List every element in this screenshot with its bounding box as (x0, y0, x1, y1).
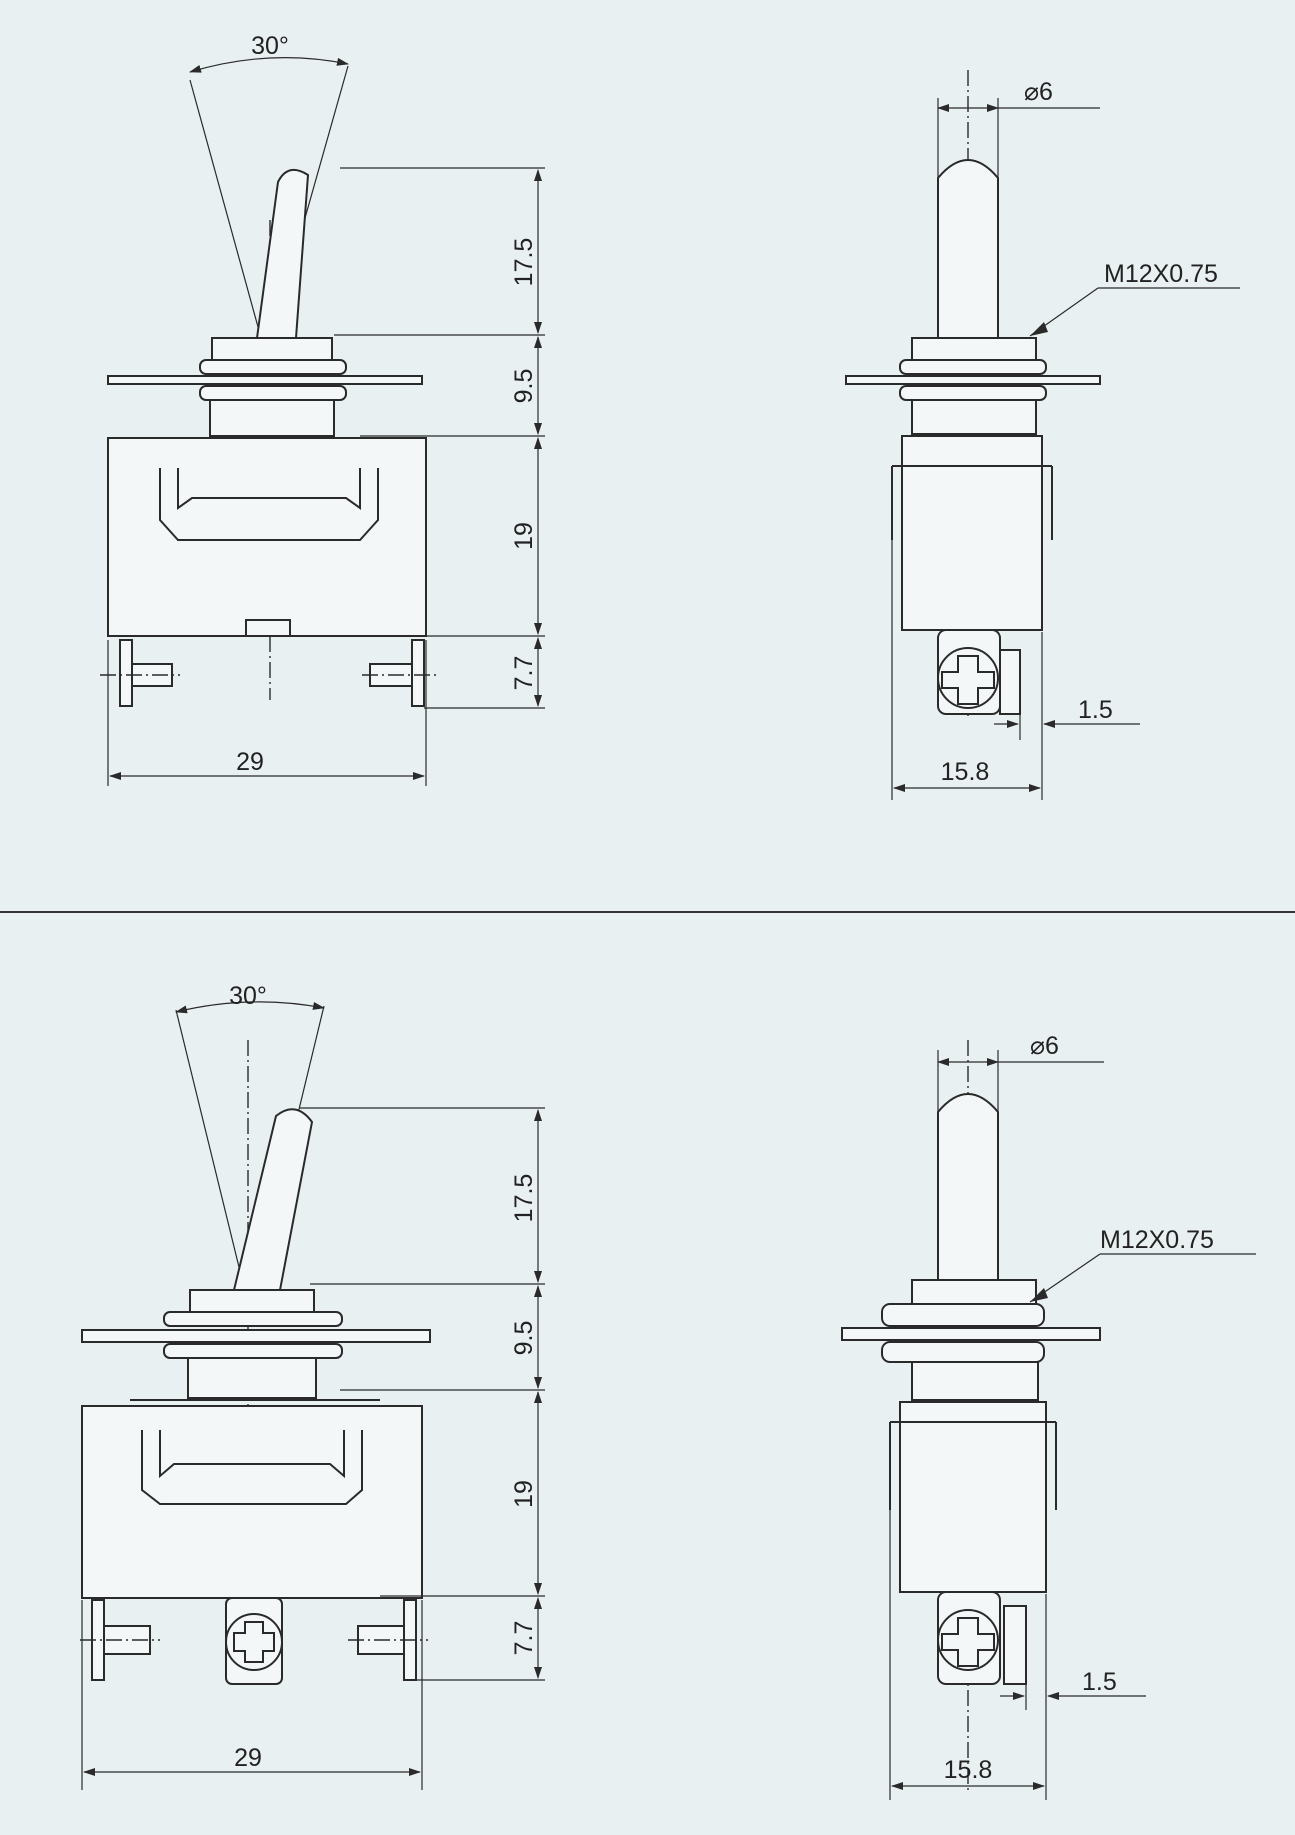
dim-bushing: 9.5 (510, 1321, 538, 1356)
switch-body (899, 1401, 1047, 1423)
dim-terminal-gap: 1.5 (1078, 696, 1113, 724)
dim-angle: 30° (251, 32, 289, 60)
dim-bushing: 9.5 (510, 369, 538, 404)
panel-washer (841, 1327, 1101, 1341)
switch-body (107, 437, 427, 637)
dim-width: 15.8 (941, 758, 990, 786)
screw-terminal (937, 629, 1021, 715)
dim-lever: 17.5 (510, 238, 538, 287)
terminal-right (362, 639, 440, 707)
dim-thread: M12X0.75 (1104, 260, 1218, 288)
dim-body: 19 (510, 522, 538, 550)
dim-lever: 17.5 (510, 1174, 538, 1223)
terminal-center (225, 1597, 283, 1685)
dim-terminal: 7.7 (510, 656, 538, 691)
dim-diameter: ⌀6 (1030, 1032, 1059, 1060)
toggle-lever (937, 159, 999, 339)
toggle-lever (255, 168, 310, 339)
dim-body: 19 (510, 1480, 538, 1508)
side-view: ⌀6 M12X0.75 1.5 15.8 (841, 1032, 1256, 1800)
terminal-left (100, 639, 180, 707)
dim-width: 29 (234, 1744, 262, 1772)
dim-diameter: ⌀6 (1024, 78, 1053, 106)
front-view: 30° 17.5 9.5 19 7.7 29 (100, 32, 545, 786)
side-view: ⌀6 M12X0.75 1.5 15.8 (845, 70, 1240, 800)
switch-body (901, 435, 1043, 467)
dim-terminal: 7.7 (510, 1621, 538, 1656)
drawing-1: 30° 17.5 9.5 19 7.7 29 (100, 32, 1240, 800)
drawing-2: 30° 17.5 9.5 19 7.7 29 (80, 982, 1256, 1800)
switch-body (81, 1405, 423, 1599)
dim-width: 15.8 (944, 1756, 993, 1784)
panel-washer (845, 375, 1101, 385)
toggle-lever (937, 1093, 999, 1281)
dim-thread: M12X0.75 (1100, 1226, 1214, 1254)
panel-washer (107, 375, 423, 385)
dim-angle: 30° (229, 982, 267, 1010)
screw-terminal (937, 1591, 1027, 1685)
dim-terminal-gap: 1.5 (1082, 1668, 1117, 1696)
panel-washer (81, 1329, 431, 1343)
terminal-right (348, 1599, 428, 1681)
dim-width: 29 (236, 748, 264, 776)
toggle-lever (232, 1108, 314, 1291)
front-view: 30° 17.5 9.5 19 7.7 29 (80, 982, 545, 1790)
terminal-left (80, 1599, 160, 1681)
